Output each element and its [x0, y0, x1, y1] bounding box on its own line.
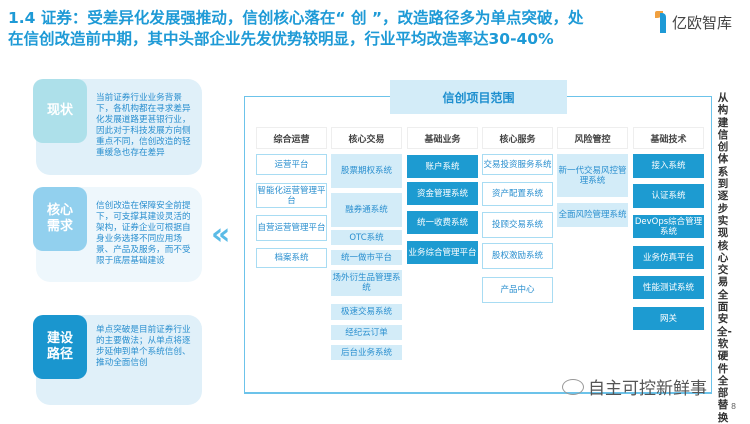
- column-header: 基础技术: [633, 127, 704, 149]
- column-header: 综合运营: [256, 127, 327, 149]
- watermark-text: 自主可控新鲜事: [588, 379, 707, 399]
- scope-title: 信创项目范围: [390, 80, 567, 114]
- divider: [244, 392, 712, 394]
- card-build-path: 建设路径 单点突破是目前证券行业的主要做法；从单点将逐步延伸到单个系统信创、推动…: [33, 315, 202, 405]
- system-item: 股权激励系统: [482, 243, 553, 269]
- system-item: 后台业务系统: [331, 345, 402, 360]
- system-item: OTC系统: [331, 230, 402, 245]
- system-item: 账户系统: [407, 155, 478, 178]
- system-item: 性能测试系统: [633, 276, 704, 299]
- system-item: 接入系统: [633, 154, 704, 178]
- column-header: 核心交易: [331, 127, 402, 149]
- system-item: 运营平台: [256, 154, 327, 175]
- system-item: 极速交易系统: [331, 304, 402, 320]
- card-label: 现状: [33, 79, 87, 143]
- watermark: 自主可控新鲜事: [562, 374, 707, 399]
- system-item: 统一做市平台: [331, 250, 402, 265]
- system-item: 新一代交易风控管理系统: [557, 154, 628, 197]
- column-header: 风险管控: [557, 127, 628, 149]
- system-item: 场外衍生品管理系统: [331, 270, 402, 296]
- system-item: 自营运营管理平台: [256, 215, 327, 241]
- logo-icon: [655, 11, 669, 33]
- card-status: 现状 当前证券行业业务背景下，各机构都在寻求差异化发展道路更甚银行业，因此对于科…: [33, 79, 202, 175]
- system-item: DevOps综合管理系统: [633, 215, 704, 238]
- chevron-left-icon: «: [211, 217, 231, 252]
- system-item: 交易投资服务系统: [482, 154, 553, 175]
- system-item: 统一收费系统: [407, 211, 478, 234]
- system-item: 经纪云订单: [331, 325, 402, 340]
- wechat-icon: [562, 378, 584, 395]
- card-text: 当前证券行业业务背景下，各机构都在寻求差异化发展道路更甚银行业，因此对于科技发展…: [96, 93, 191, 158]
- logo-text: 亿欧智库: [672, 13, 733, 32]
- system-item: 股票期权系统: [331, 154, 402, 188]
- page-title: 1.4 证券：受差异化发展强推动，信创核心落在“ 创 ”，改造路径多为单点突破，…: [8, 9, 584, 48]
- system-item: 资产配置系统: [482, 182, 553, 206]
- system-item: 资金管理系统: [407, 182, 478, 205]
- system-item: 智能化运营管理平台: [256, 183, 327, 208]
- card-core-needs: 核心需求 信创改造在保障安全前提下，可支撑其建设灵活的架构，证券企业可根据自身业…: [33, 187, 202, 282]
- system-item: 业务仿真平台: [633, 246, 704, 269]
- system-item: 融券通系统: [331, 193, 402, 227]
- system-item: 网关: [633, 307, 704, 330]
- page-number: 8: [731, 402, 737, 411]
- system-item: 产品中心: [482, 277, 553, 303]
- system-item: 全面风险管理系统: [557, 203, 628, 227]
- system-item: 业务综合管理平台: [407, 241, 478, 264]
- side-note: 从构建信创体系到逐步实现核心交易全面安全-软硬件全部替换: [717, 92, 732, 424]
- system-item: 认证系统: [633, 184, 704, 208]
- system-item: 投顾交易系统: [482, 212, 553, 238]
- column-header: 基础业务: [407, 127, 478, 149]
- system-item: 档案系统: [256, 248, 327, 268]
- card-label: 核心需求: [33, 187, 87, 251]
- column-header: 核心服务: [482, 127, 553, 149]
- card-text: 信创改造在保障安全前提下，可支撑其建设灵活的架构，证券企业可根据自身业务选择不同…: [96, 201, 191, 266]
- logo: 亿欧智库: [655, 11, 732, 33]
- card-text: 单点突破是目前证券行业的主要做法；从单点将逐步延伸到单个系统信创、推动全面信创: [96, 325, 191, 368]
- card-label: 建设路径: [33, 315, 87, 379]
